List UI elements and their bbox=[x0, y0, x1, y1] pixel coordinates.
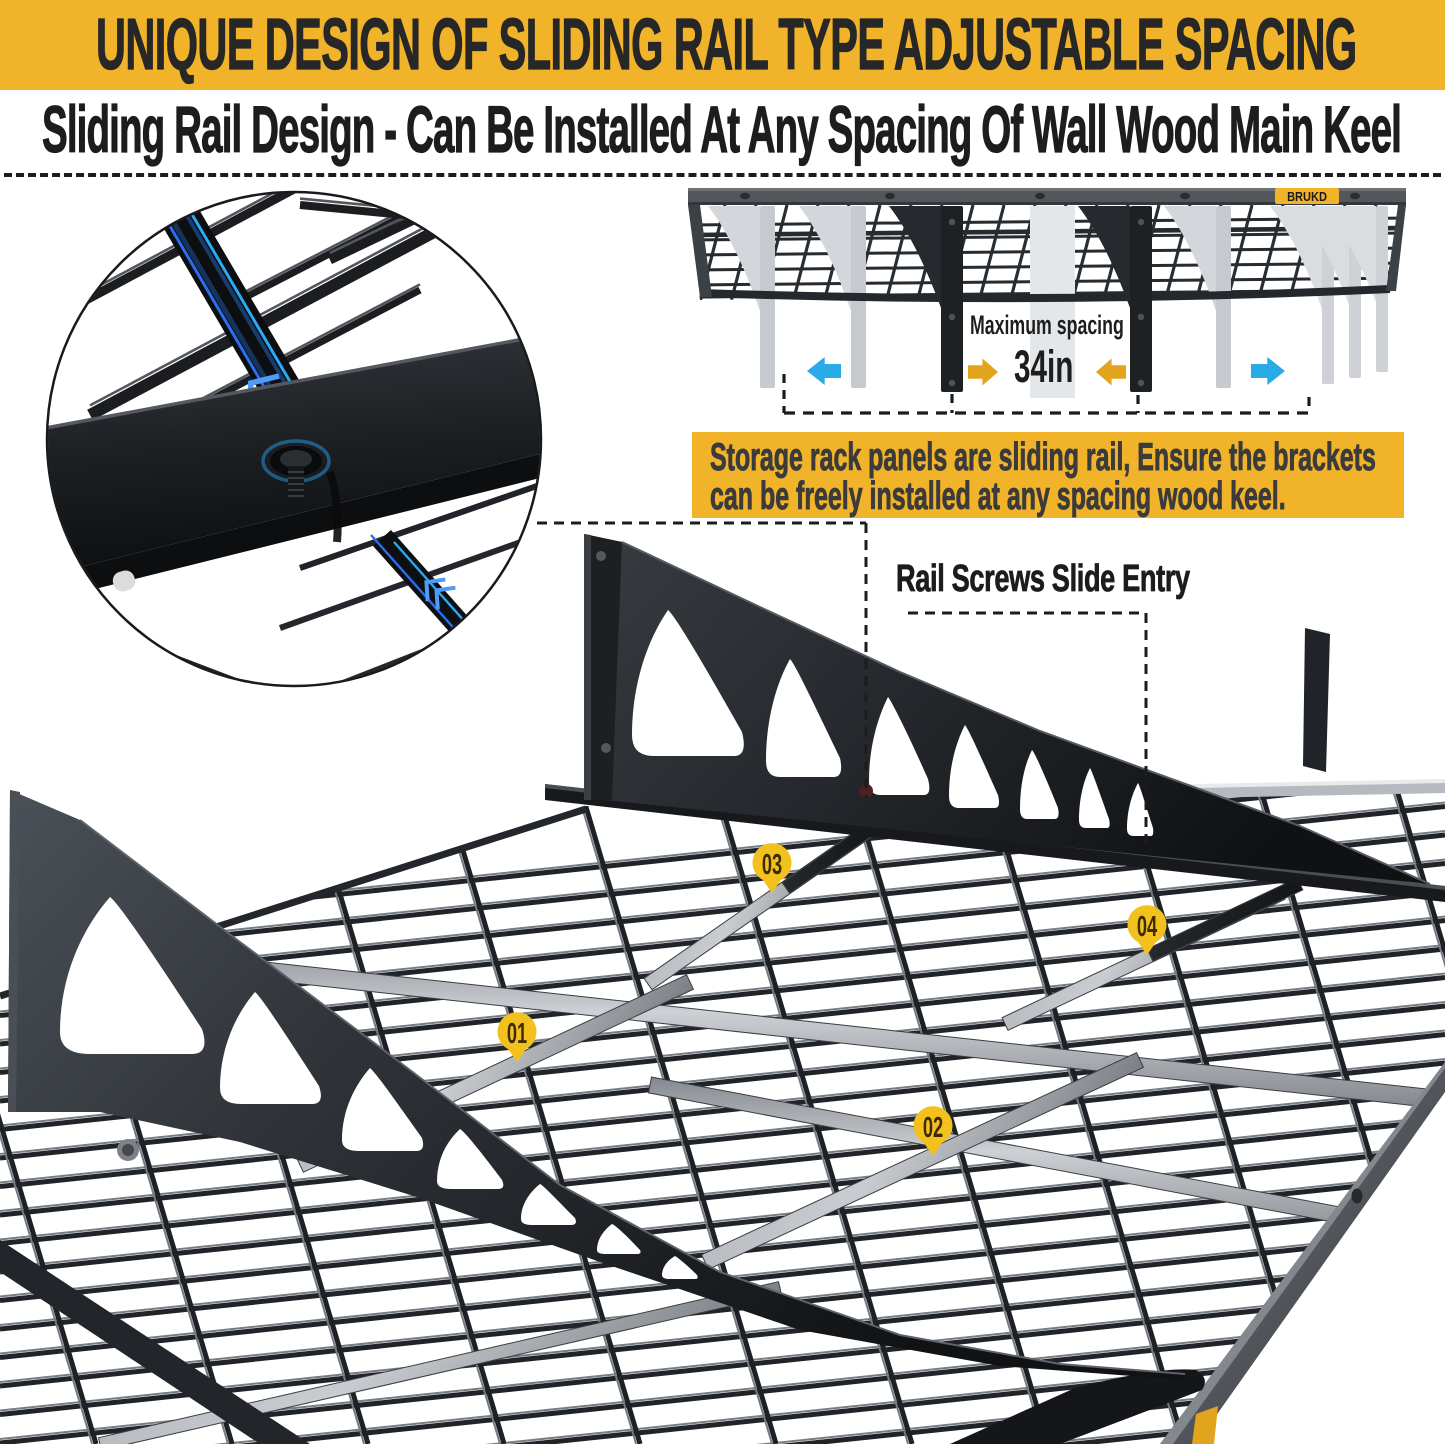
svg-text:03: 03 bbox=[762, 849, 782, 881]
svg-text:02: 02 bbox=[923, 1112, 943, 1144]
svg-text:04: 04 bbox=[1137, 911, 1158, 943]
svg-text:BRUKD: BRUKD bbox=[1287, 189, 1327, 204]
svg-text:01: 01 bbox=[507, 1018, 527, 1050]
